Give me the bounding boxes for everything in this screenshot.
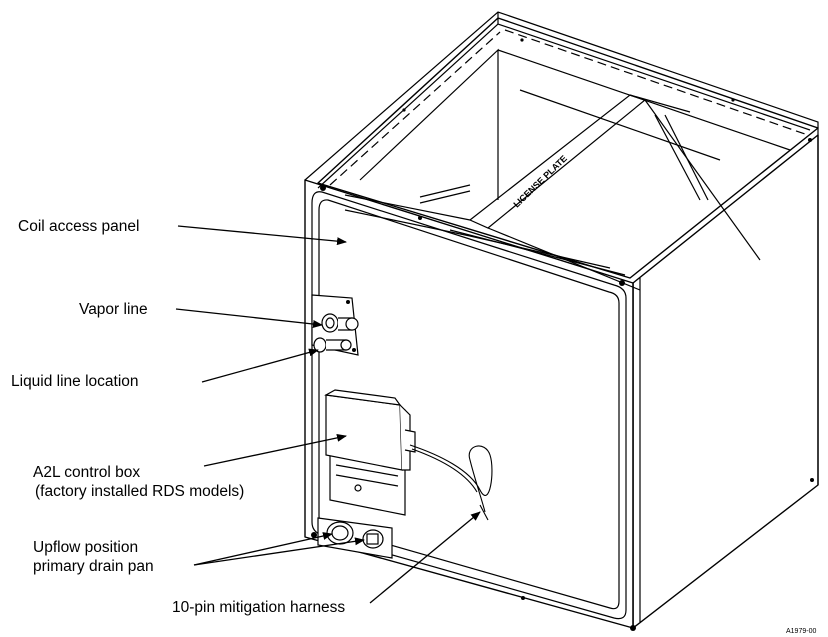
coil-access-panel-outline xyxy=(311,191,627,620)
label-a2l-control-box-line1: A2L control box xyxy=(33,464,141,481)
leader-liquid-line xyxy=(201,348,319,383)
label-liquid-line-location: Liquid line location xyxy=(11,373,139,390)
label-a2l-control-box: A2L control box (factory installed RDS m… xyxy=(33,463,244,501)
label-coil-access-panel: Coil access panel xyxy=(18,218,140,235)
leader-coil-access-panel xyxy=(177,225,347,246)
label-vapor-line: Vapor line xyxy=(79,301,148,318)
leader-mitigation-harness xyxy=(369,511,481,604)
leader-vapor-line xyxy=(175,308,323,328)
leader-drain-pan-2 xyxy=(193,537,365,566)
figure-id: A1979-00 xyxy=(786,628,817,635)
label-upflow-line2: primary drain pan xyxy=(33,558,154,575)
leader-a2l-control-box xyxy=(203,433,347,467)
mitigation-harness-cable xyxy=(409,444,493,513)
label-upflow-drain-pan: Upflow position primary drain pan xyxy=(33,538,154,576)
label-upflow-line1: Upflow position xyxy=(33,539,139,556)
leader-drain-pan-1 xyxy=(193,532,333,566)
label-mitigation-harness: 10-pin mitigation harness xyxy=(172,599,346,616)
label-a2l-control-box-line2: (factory installed RDS models) xyxy=(35,483,245,500)
